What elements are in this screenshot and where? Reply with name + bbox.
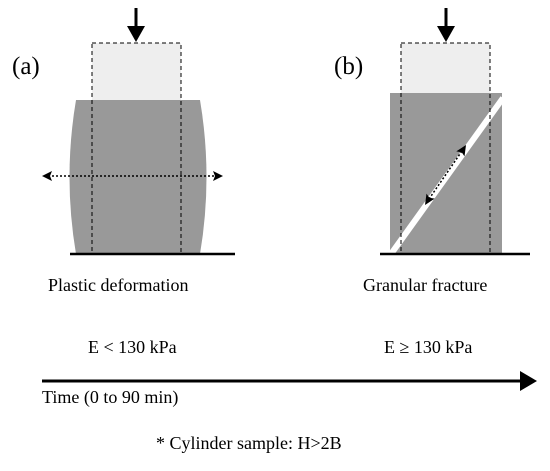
threshold-b: E ≥ 130 kPa [384,337,472,357]
time-axis [42,371,537,391]
caption-a: Plastic deformation [48,275,188,295]
deformed-specimen-a [69,100,207,254]
footnote: * Cylinder sample: H>2B [156,433,342,453]
load-arrow-b [437,8,455,42]
time-axis-arrowhead [520,371,537,391]
lateral-expansion-arrow [42,171,223,181]
caption-b: Granular fracture [363,275,487,295]
threshold-a: E < 130 kPa [88,337,177,357]
original-sample-top-a [92,43,181,100]
panel-label-b: (b) [334,53,363,80]
original-sample-top-b [401,43,490,93]
load-arrow-a [127,8,145,42]
sliding-arrow [425,145,466,205]
fracture-plane [388,96,506,256]
panel-b: (b) Granular fracture E ≥ 130 kPa [334,8,530,357]
panel-label-a: (a) [12,53,40,80]
time-axis-label: Time (0 to 90 min) [42,387,178,408]
panel-a: (a) Plastic deformation E < 130 kPa [12,8,235,357]
